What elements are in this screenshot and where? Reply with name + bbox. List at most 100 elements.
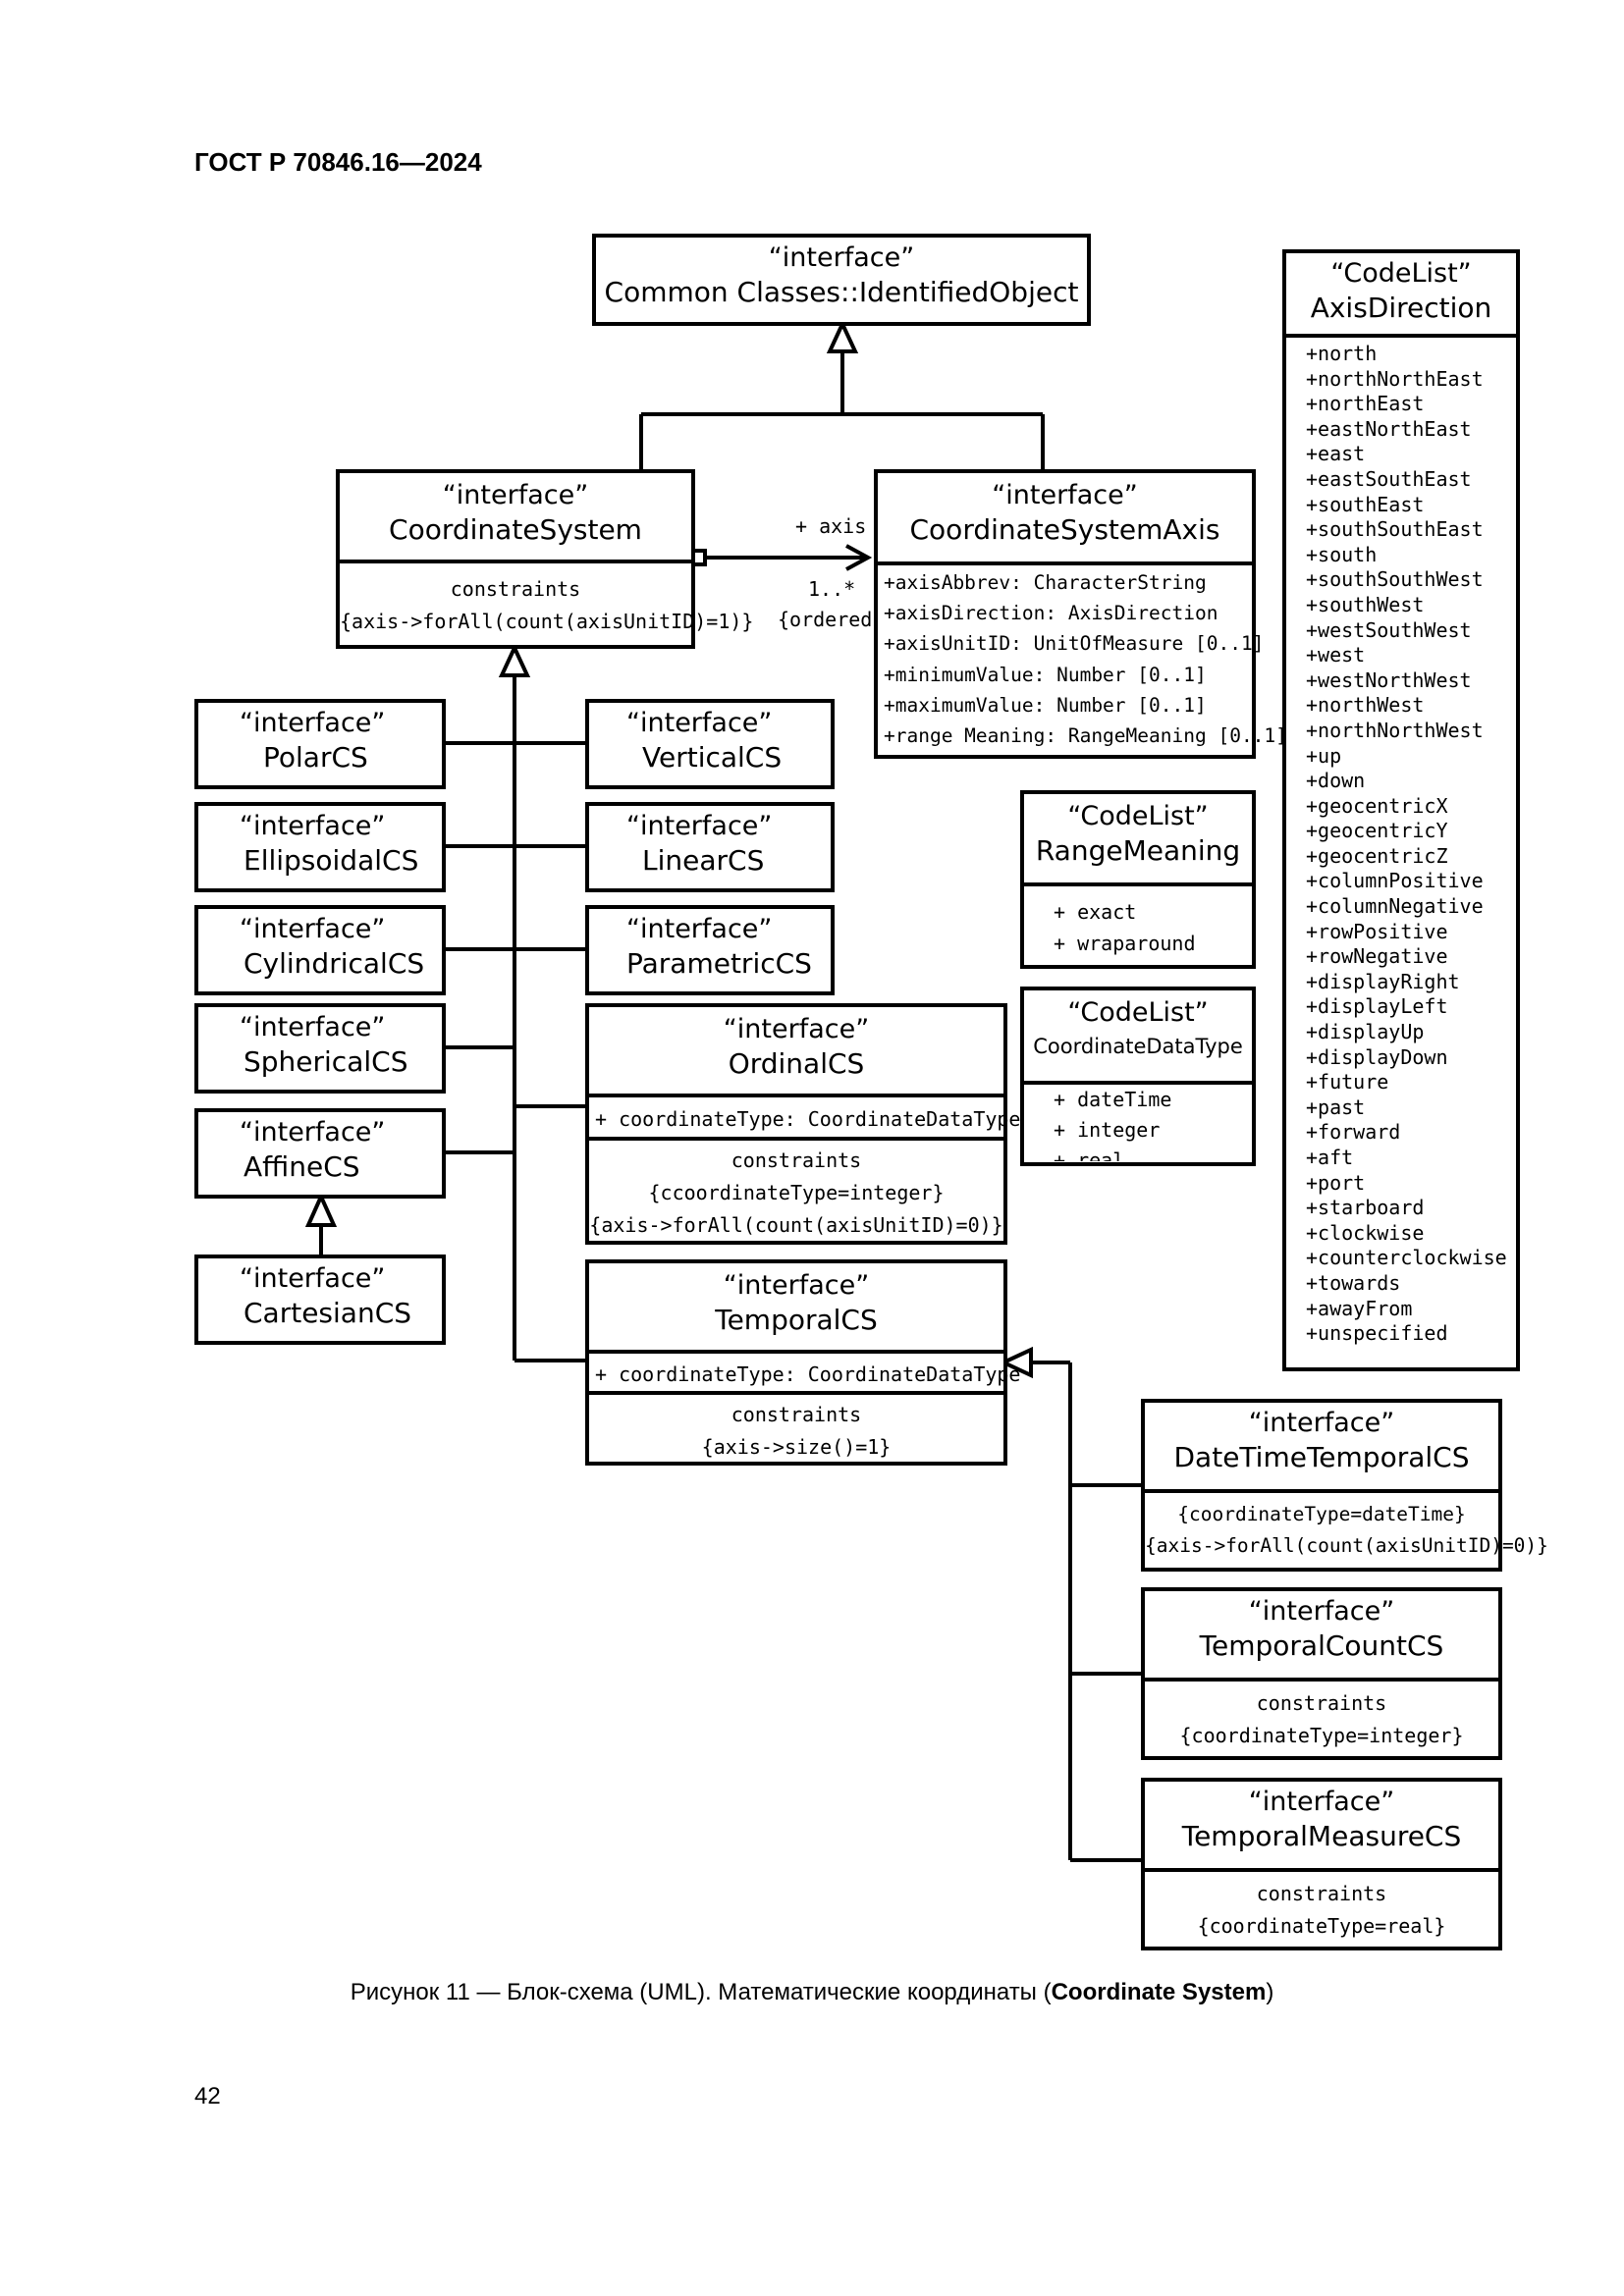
enum-value: +towards <box>1306 1270 1401 1295</box>
stereotype: “interface” <box>442 480 589 510</box>
class-name: OrdinalCS <box>728 1046 865 1080</box>
class-cylindrical-cs: “interface” CylindricalCS <box>194 905 446 995</box>
stereotype: “interface” <box>626 708 773 738</box>
enum-value: +eastSouthEast <box>1306 466 1472 491</box>
enum-value: +starboard <box>1306 1196 1425 1220</box>
caption-bold: Coordinate System <box>1051 1979 1267 2005</box>
class-name: LinearCS <box>642 843 765 877</box>
stereotype: “interface” <box>240 914 386 944</box>
enum-value: +southEast <box>1306 492 1425 516</box>
class-name: EllipsoidalCS <box>244 843 419 877</box>
enum-value: +port <box>1306 1170 1366 1195</box>
enum-value: +forward <box>1306 1120 1401 1145</box>
class-ellipsoidal-cs: “interface” EllipsoidalCS <box>194 802 446 892</box>
class-name: DateTimeTemporalCS <box>1173 1440 1470 1473</box>
enum-value: +columnPositive <box>1306 869 1484 893</box>
constraint: {axis->size()=1} <box>701 1435 892 1459</box>
constraints-label: constraints <box>450 577 581 601</box>
class-coordinate-system-axis: “interface” CoordinateSystemAxis +axisAb… <box>874 469 1287 759</box>
attribute: +axisDirection: AxisDirection <box>884 602 1218 625</box>
attribute: + coordinateType: CoordinateDataType <box>595 1362 1021 1386</box>
enum-value: +up <box>1306 743 1342 768</box>
association-role: + axis <box>795 514 867 538</box>
class-name: RangeMeaning <box>1035 833 1241 867</box>
attribute: +axisAbbrev: CharacterString <box>884 571 1207 594</box>
class-name: ParametricCS <box>626 946 812 980</box>
enum-value: +columnNegative <box>1306 894 1484 919</box>
stereotype: “interface” <box>1248 1408 1395 1438</box>
enum-value: + real <box>1054 1148 1125 1161</box>
constraint: {coordinateType=integer} <box>1179 1724 1464 1747</box>
stereotype: “interface” <box>1248 1596 1395 1627</box>
class-vertical-cs: “interface” VerticalCS <box>585 699 835 789</box>
constraint: {axis->forAll(count(axisUnitID)=0)} <box>589 1213 1003 1237</box>
constraint: {coordinateType=dateTime} <box>1177 1503 1466 1525</box>
enum-value: + dateTime <box>1054 1088 1172 1111</box>
attribute: +range Meaning: RangeMeaning [0..1] <box>884 723 1287 747</box>
enum-value: + exact <box>1054 900 1137 924</box>
enum-value: +displayLeft <box>1306 994 1448 1019</box>
enum-value: +aft <box>1306 1146 1354 1169</box>
class-name: AffineCS <box>244 1149 360 1183</box>
class-name: TemporalMeasureCS <box>1181 1819 1462 1852</box>
stereotype: “interface” <box>626 811 773 841</box>
association-multiplicity: 1..* <box>808 577 856 601</box>
stereotype: “interface” <box>240 811 386 841</box>
stereotype: “interface” <box>240 1263 386 1294</box>
enum-value: +northNorthWest <box>1306 718 1484 742</box>
stereotype: “interface” <box>240 708 386 738</box>
enum-value: +future <box>1306 1070 1389 1095</box>
stereotype: “interface” <box>240 1117 386 1148</box>
enum-value: +northEast <box>1306 392 1425 416</box>
enum-value: +clockwise <box>1306 1220 1425 1245</box>
enum-value: +counterclockwise <box>1306 1246 1507 1270</box>
enum-value: +awayFrom <box>1306 1296 1413 1320</box>
constraint: {coordinateType=real} <box>1197 1914 1446 1938</box>
enum-value: +past <box>1306 1095 1366 1119</box>
enum-value: +rowNegative <box>1306 944 1448 969</box>
enum-value: +east <box>1306 442 1366 466</box>
stereotype: “CodeList” <box>1330 258 1472 289</box>
document-header: ГОСТ Р 70846.16—2024 <box>194 147 482 177</box>
stereotype: “interface” <box>723 1014 870 1044</box>
codelist-coordinate-data-type: “CodeList” CoordinateDataType + dateTime… <box>1020 987 1256 1166</box>
enum-value: +south <box>1306 542 1378 566</box>
enum-value: +north <box>1306 342 1378 365</box>
class-name: VerticalCS <box>642 740 783 774</box>
class-name: SphericalCS <box>244 1044 408 1078</box>
enum-value: +geocentricX <box>1306 793 1448 818</box>
enum-value: +eastNorthEast <box>1306 416 1472 441</box>
caption-suffix: ) <box>1266 1979 1274 2005</box>
class-name: CylindricalCS <box>244 946 425 980</box>
class-name: Common Classes::IdentifiedObject <box>604 275 1079 308</box>
enum-value: +displayRight <box>1306 969 1460 993</box>
class-affine-cs: “interface” AffineCS <box>194 1108 446 1199</box>
enum-value: +west <box>1306 643 1366 667</box>
stereotype: “interface” <box>992 480 1138 510</box>
enum-value: +westSouthWest <box>1306 617 1472 642</box>
enum-value: +displayDown <box>1306 1044 1448 1069</box>
attribute: +minimumValue: Number [0..1] <box>884 663 1207 686</box>
stereotype: “interface” <box>626 914 773 944</box>
class-name: CoordinateSystemAxis <box>909 512 1220 546</box>
enum-value: +geocentricZ <box>1306 843 1448 868</box>
enum-value: +rowPositive <box>1306 919 1448 943</box>
class-cartesian-cs: “interface” CartesianCS <box>194 1255 446 1345</box>
class-temporal-measure-cs: “interface” TemporalMeasureCS constraint… <box>1141 1778 1502 1950</box>
class-temporal-count-cs: “interface” TemporalCountCS constraints … <box>1141 1587 1502 1760</box>
enum-value: +northWest <box>1306 693 1425 718</box>
enum-value: +westNorthWest <box>1306 667 1472 692</box>
stereotype: “interface” <box>240 1012 386 1042</box>
class-spherical-cs: “interface” SphericalCS <box>194 1003 446 1094</box>
enum-value: +northNorthEast <box>1306 366 1484 391</box>
stereotype: “CodeList” <box>1067 801 1209 831</box>
class-date-time-temporal-cs: “interface” DateTimeTemporalCS {coordina… <box>1141 1399 1548 1572</box>
attribute: +maximumValue: Number [0..1] <box>884 693 1207 717</box>
class-identified-object: “interface” Common Classes::IdentifiedOb… <box>592 234 1091 326</box>
constraints-label: constraints <box>1256 1882 1387 1905</box>
class-ordinal-cs: “interface” OrdinalCS + coordinateType: … <box>585 1003 1020 1245</box>
class-name: TemporalCS <box>715 1303 878 1336</box>
class-temporal-cs: “interface” TemporalCS + coordinateType:… <box>585 1259 1021 1466</box>
class-linear-cs: “interface” LinearCS <box>585 802 835 892</box>
constraints-label: constraints <box>731 1148 862 1172</box>
